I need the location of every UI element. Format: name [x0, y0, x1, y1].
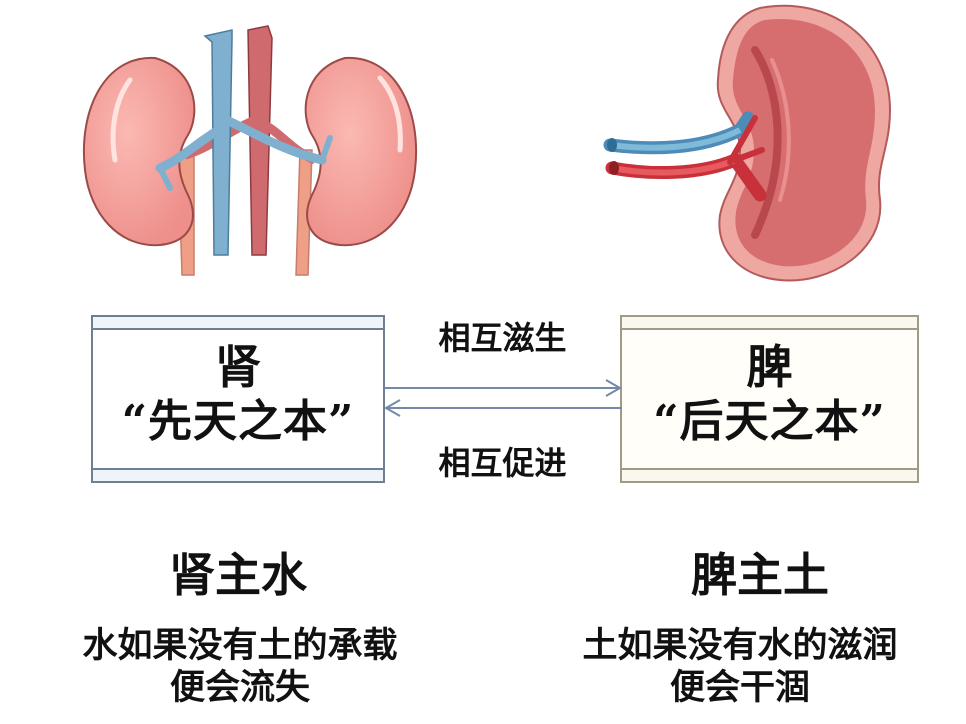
- box-bottom-band: [93, 468, 383, 481]
- spleen-desc-line1: 土如果没有水的滋润: [582, 625, 898, 666]
- box-bottom-band: [622, 468, 917, 481]
- kidney-box: 肾 “先天之本”: [91, 315, 385, 483]
- kidney-title: 肾: [215, 340, 261, 394]
- spleen-illustration: [603, 4, 892, 282]
- kidney-subtitle: “先天之本”: [121, 396, 355, 447]
- kidney-desc-line1: 水如果没有土的承载: [82, 625, 398, 666]
- arrow-left-icon: [384, 399, 622, 417]
- spleen-heading: 脾主土: [691, 548, 829, 602]
- spleen-box: 脾 “后天之本”: [620, 315, 919, 483]
- kidney-desc-line2: 便会流失: [169, 667, 310, 708]
- spleen-title: 脾: [746, 340, 793, 394]
- spleen-desc-line2: 便会干涸: [669, 667, 810, 708]
- kidneys-illustration: [83, 25, 417, 276]
- arrow-right-icon: [384, 379, 622, 397]
- box-top-band: [93, 317, 383, 330]
- kidney-heading: 肾主水: [169, 548, 307, 602]
- spleen-subtitle: “后天之本”: [653, 396, 886, 447]
- connector-top-label: 相互滋生: [438, 319, 567, 357]
- connector-bottom-label: 相互促进: [438, 444, 567, 482]
- box-top-band: [622, 317, 917, 330]
- bidirectional-arrows: [384, 379, 622, 417]
